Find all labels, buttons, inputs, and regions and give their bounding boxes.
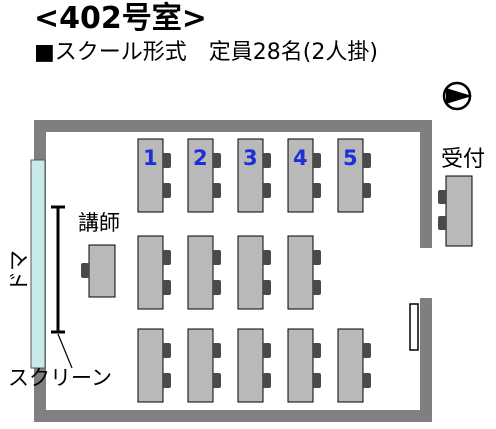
desk-top [287, 235, 314, 310]
chair [263, 343, 271, 358]
desk-top [187, 328, 214, 403]
right-window [409, 303, 419, 351]
student-desks [137, 138, 371, 403]
chair [213, 250, 221, 265]
desk-top [237, 138, 264, 213]
desk-top [337, 328, 364, 403]
chair [163, 343, 171, 358]
desk-number-1: 1 [143, 146, 158, 170]
lecturer-label: 講師 [78, 211, 120, 235]
compass-arrow-icon [442, 81, 472, 111]
student-desk [137, 235, 171, 310]
chair [213, 343, 221, 358]
desk-top [237, 328, 264, 403]
chair [313, 373, 321, 388]
student-desk [187, 138, 221, 213]
student-desk [237, 328, 271, 403]
student-desk [187, 235, 221, 310]
door-label: ドマ [7, 250, 31, 292]
desk-number-4: 4 [293, 146, 308, 170]
student-desk [287, 235, 321, 310]
desk-number-2: 2 [193, 146, 208, 170]
desk-top [287, 138, 314, 213]
student-desk [237, 138, 271, 213]
reception-label: 受付 [441, 147, 486, 172]
desk-top [187, 235, 214, 310]
chair [363, 343, 371, 358]
chair [313, 153, 321, 168]
screen-label: スクリーン [8, 366, 112, 390]
room-title: <402号室> [34, 1, 207, 36]
lecturer-desk [81, 244, 116, 298]
chair [263, 183, 271, 198]
chair [263, 153, 271, 168]
right-wall-upper [420, 120, 432, 248]
chair [363, 373, 371, 388]
bottom-wall [34, 410, 432, 422]
student-desk [137, 138, 171, 213]
chair [263, 250, 271, 265]
student-desk [137, 328, 171, 403]
chair [213, 280, 221, 295]
desk-top [337, 138, 364, 213]
chair [213, 183, 221, 198]
chair [263, 280, 271, 295]
chair [313, 250, 321, 265]
chair [313, 343, 321, 358]
student-desk [187, 328, 221, 403]
desk-number-3: 3 [243, 146, 258, 170]
top-wall [34, 120, 432, 132]
chair [163, 280, 171, 295]
chair [263, 373, 271, 388]
layout-caption: ■スクール形式 定員28名(2人掛) [34, 40, 378, 65]
reception-desk [438, 175, 473, 247]
student-desk [337, 328, 371, 403]
student-desk [337, 138, 371, 213]
desk-top [237, 235, 264, 310]
desk-top [187, 138, 214, 213]
desk-top [137, 138, 164, 213]
chair [213, 153, 221, 168]
chair [163, 373, 171, 388]
chair [313, 280, 321, 295]
screen [51, 205, 73, 369]
right-wall-lower [420, 298, 432, 422]
chair [363, 183, 371, 198]
desk-top [137, 235, 164, 310]
student-desk [287, 328, 321, 403]
chair [163, 183, 171, 198]
chair [313, 183, 321, 198]
desk-top [287, 328, 314, 403]
chair [163, 250, 171, 265]
student-desk [287, 138, 321, 213]
desk-top [137, 328, 164, 403]
chair [213, 373, 221, 388]
chair [363, 153, 371, 168]
student-desk [237, 235, 271, 310]
chair [163, 153, 171, 168]
desk-number-5: 5 [343, 146, 358, 170]
entrance-strip [30, 159, 46, 369]
